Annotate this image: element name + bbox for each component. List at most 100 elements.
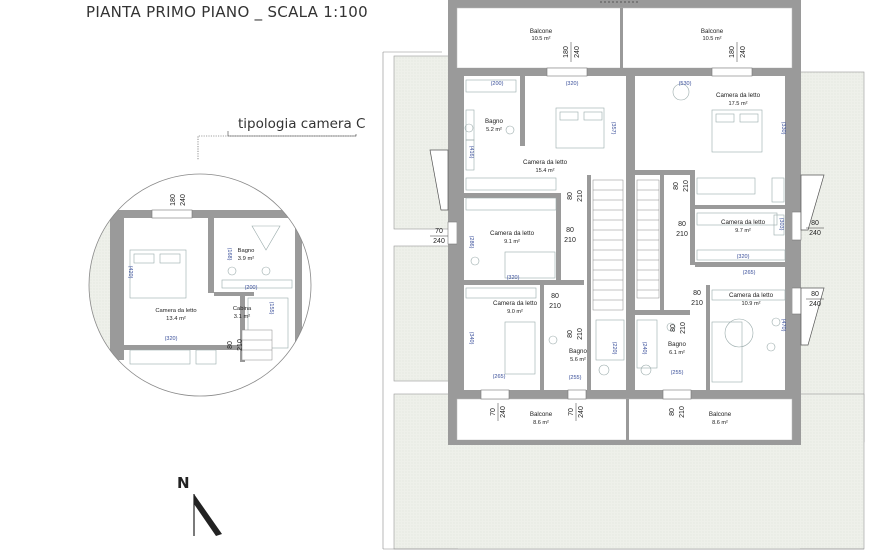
- partition: [695, 205, 785, 209]
- zoom-opening-width: 180: [170, 194, 177, 206]
- partition: [690, 175, 695, 265]
- door-height: 210: [691, 300, 703, 307]
- partition: [540, 285, 544, 390]
- room-name: Camera da letto: [493, 300, 538, 307]
- room-area: 9.0 m²: [507, 309, 523, 315]
- partition: [635, 310, 690, 315]
- outer-wall: [448, 0, 800, 8]
- zoom-door-height: 210: [237, 339, 244, 351]
- door-width: 80: [567, 330, 574, 338]
- room-area: 15.4 m²: [536, 168, 555, 174]
- door-width: 80: [551, 293, 559, 300]
- door-height: 210: [577, 190, 584, 202]
- room-name: Camera da letto: [523, 159, 568, 166]
- partition: [635, 170, 695, 175]
- north-arrow-icon: [193, 494, 222, 536]
- opening-width: 70: [568, 408, 575, 416]
- window: [546, 67, 588, 77]
- roof-eave-west: [429, 149, 449, 211]
- room-name: Camera da letto: [490, 230, 535, 237]
- furniture-dim: (320): [566, 81, 579, 87]
- window: [480, 389, 510, 400]
- furniture-dim: (220): [611, 342, 617, 355]
- room-name: Balcone: [530, 411, 553, 418]
- room-name: Balcone: [530, 28, 553, 35]
- partition: [556, 193, 561, 283]
- window: [711, 67, 753, 77]
- room-area: 10.5 m²: [703, 36, 722, 42]
- furniture-dim: (303): [778, 218, 784, 231]
- terrace-west-lower: [393, 245, 459, 382]
- door-height: 210: [549, 303, 561, 310]
- zoom-room-area: 3.1 m²: [234, 314, 250, 320]
- callout-leader: [227, 131, 357, 137]
- room-name: Bagno: [569, 348, 587, 355]
- opening-dim: 70 240: [568, 403, 585, 421]
- zoom-opening-height: 240: [180, 194, 187, 206]
- door-height: 210: [680, 322, 687, 334]
- zoom-room-name: Bagno: [238, 248, 255, 254]
- opening-height: 240: [809, 301, 821, 308]
- door-height: 210: [676, 231, 688, 238]
- opening-width: 180: [729, 46, 736, 58]
- partition: [626, 76, 635, 390]
- furniture-dim: (320): [737, 254, 750, 260]
- opening-height: 240: [433, 238, 445, 245]
- room-area: 5.2 m²: [486, 127, 502, 133]
- zoom-room-name: Camera da letto: [155, 308, 196, 314]
- furniture-dim: (530): [679, 81, 692, 87]
- window: [567, 389, 587, 400]
- door-dim: 80 210: [567, 190, 584, 202]
- inner-wall: [620, 8, 623, 68]
- room-name: Bagno: [485, 118, 503, 125]
- opening-width: 70: [490, 408, 497, 416]
- door-dim: 80 210: [669, 406, 686, 418]
- partition: [464, 193, 561, 198]
- furniture-dim: (340): [468, 332, 474, 345]
- room-name: Bagno: [668, 341, 686, 348]
- opening-dim: 80 240: [806, 291, 824, 308]
- door-dim: 80 210: [549, 293, 561, 310]
- partition: [785, 76, 792, 390]
- staircase-west: [592, 179, 624, 311]
- furniture-dim: (470): [780, 319, 786, 332]
- detail-zoom-outline: [88, 173, 312, 397]
- zoom-room-area: 3.9 m²: [238, 256, 254, 262]
- room-area: 9.7 m²: [735, 228, 751, 234]
- room-name: Camera da letto: [729, 292, 774, 299]
- furniture-dim: (330): [780, 122, 786, 135]
- room-area: 9.1 m²: [504, 239, 520, 245]
- room-area: 5.6 m²: [570, 357, 586, 363]
- zoom-room-name: Cabina: [233, 306, 252, 312]
- window: [662, 389, 692, 400]
- opening-width: 180: [563, 46, 570, 58]
- balcony-floor: [456, 7, 793, 69]
- door-dim: 80 210: [564, 227, 576, 244]
- zoom-furniture-dim: (320): [165, 336, 178, 342]
- room-name: Camera da letto: [721, 219, 766, 226]
- roof-eave-east-2: [800, 287, 825, 346]
- furniture-dim: (265): [493, 374, 506, 380]
- callout-label: tipologia camera C: [238, 116, 366, 132]
- callout-leader: [197, 135, 356, 160]
- partition: [464, 280, 584, 285]
- inner-wall: [457, 390, 792, 399]
- door-height: 210: [679, 406, 686, 418]
- detail-zoom: [89, 174, 311, 396]
- zoom-room-area: 13.4 m²: [166, 316, 186, 322]
- opening-height: 240: [809, 230, 821, 237]
- room-area: 6.1 m²: [669, 350, 685, 356]
- door-width: 80: [673, 182, 680, 190]
- door-width: 80: [693, 290, 701, 297]
- staircase-east: [636, 179, 660, 299]
- furniture-dim: (200): [491, 81, 504, 87]
- inner-wall: [457, 68, 792, 76]
- room-name: Balcone: [701, 28, 724, 35]
- door-height: 210: [577, 328, 584, 340]
- zoom-door-width: 80: [227, 341, 234, 349]
- balcony-floor: [456, 398, 793, 441]
- partition: [520, 76, 525, 146]
- page-title: PIANTA PRIMO PIANO _ SCALA 1:100: [86, 3, 368, 21]
